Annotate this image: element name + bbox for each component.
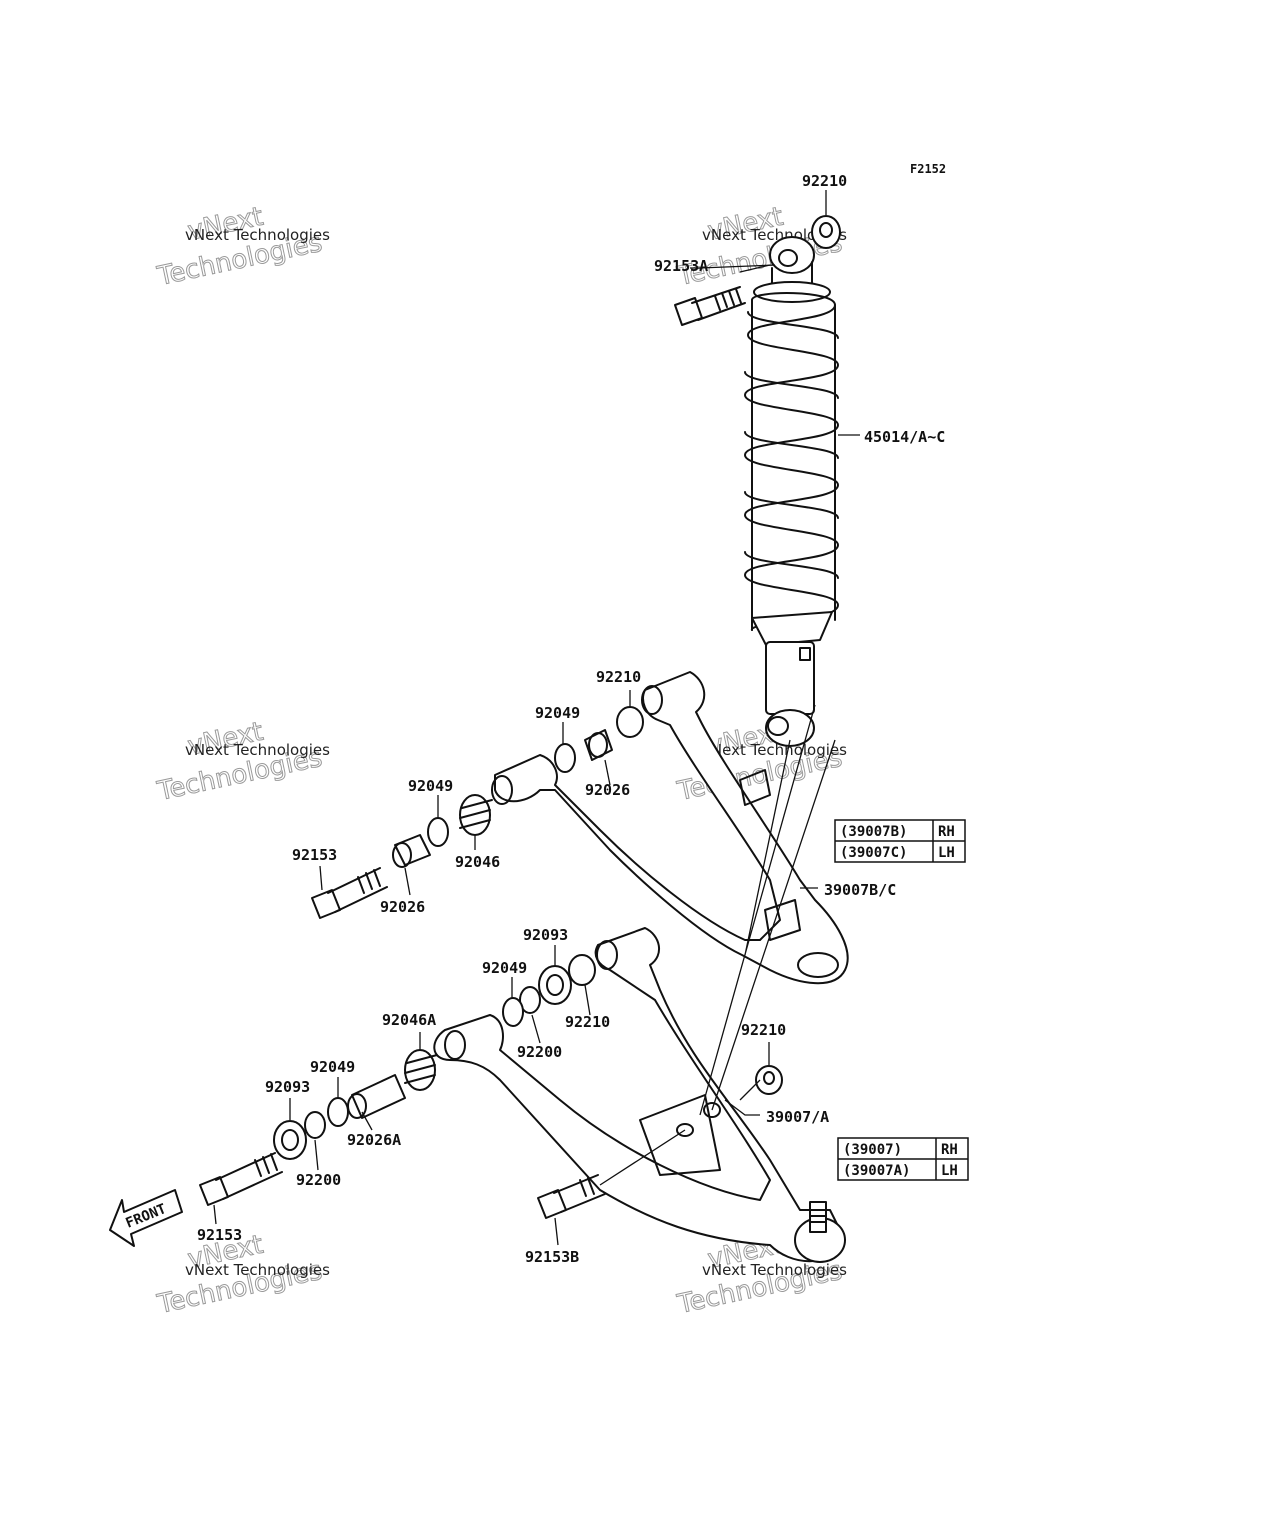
nut-92210-lower-a — [568, 954, 596, 986]
collar-92026A — [351, 1074, 406, 1119]
bolt-92153-upper — [311, 867, 388, 919]
washer-92200-lower-b — [304, 1111, 326, 1139]
label-92049-upper-a: 92049 — [535, 704, 580, 722]
collar-92026-upper-b — [394, 834, 431, 866]
table-lower-row1-side: RH — [941, 1142, 958, 1158]
svg-text:vNext Technologies: vNext Technologies — [185, 226, 330, 244]
label-92026A: 92026A — [347, 1131, 401, 1149]
washer-92049-lower-b — [327, 1097, 349, 1127]
label-92153-upper: 92153 — [292, 846, 337, 864]
table-lower-row1-part: (39007) — [843, 1142, 902, 1158]
front-arrow-icon: FRONT — [109, 1189, 183, 1247]
variant-table-upper: (39007B) RH (39007C) LH — [834, 819, 966, 863]
svg-text:vNext Technologies: vNext Technologies — [702, 1261, 847, 1279]
washer-92049-lower-a — [502, 997, 524, 1027]
label-92026-upper-a: 92026 — [585, 781, 630, 799]
label-92153B: 92153B — [525, 1248, 579, 1266]
variant-table-lower: (39007) RH (39007A) LH — [837, 1137, 969, 1181]
table-upper-row1-part: (39007B) — [840, 824, 907, 840]
svg-text:vNext Technologies: vNext Technologies — [185, 741, 330, 759]
table-upper-row1-side: RH — [938, 824, 955, 840]
washer-92200-lower-a — [519, 986, 541, 1014]
washer-92093-lower-b — [273, 1120, 307, 1160]
label-39007A: 39007/A — [766, 1108, 829, 1126]
label-92049-lower-a: 92049 — [482, 959, 527, 977]
label-92093-lower-b: 92093 — [265, 1078, 310, 1096]
upper-arm-bushings — [311, 706, 644, 919]
label-92026-upper-b: 92026 — [380, 898, 425, 916]
bolt-92153A — [674, 286, 746, 326]
lower-arm — [433, 927, 846, 1263]
shock-absorber — [744, 236, 839, 747]
ball-joint — [794, 1201, 846, 1263]
label-92200-lower-b: 92200 — [296, 1171, 341, 1189]
label-92210-top: 92210 — [802, 172, 847, 190]
figure-code: F2152 — [910, 162, 946, 176]
part-labels: 92210 92153A 45014/A~C 92210 92049 92026… — [197, 172, 945, 1266]
label-92153A: 92153A — [654, 257, 708, 275]
washer-92093-lower-a — [538, 965, 572, 1005]
svg-text:vNext Technologies: vNext Technologies — [702, 226, 847, 244]
washer-92049-upper-b — [427, 817, 449, 847]
label-92153-lower: 92153 — [197, 1226, 242, 1244]
nut-92210-top — [811, 215, 841, 249]
label-92049-upper-b: 92049 — [408, 777, 453, 795]
watermark-mid-left: vNext Technologies vNext Technologies — [154, 716, 330, 807]
table-lower-row2-side: LH — [941, 1163, 958, 1179]
washer-92049-upper-a — [554, 743, 576, 773]
lower-arm-bushings — [199, 954, 783, 1219]
label-92210-lower-a: 92210 — [565, 1013, 610, 1031]
table-upper-row2-part: (39007C) — [840, 845, 907, 861]
label-92210-lower-b: 92210 — [741, 1021, 786, 1039]
label-92049-lower-b: 92049 — [310, 1058, 355, 1076]
bolt-92153B — [537, 1174, 606, 1219]
label-92210-upper: 92210 — [596, 668, 641, 686]
nut-92210-upper — [616, 706, 644, 738]
watermark-top-left: vNext Technologies vNext Technologies — [154, 201, 330, 292]
label-45014: 45014/A~C — [864, 428, 945, 446]
table-upper-row2-side: LH — [938, 845, 955, 861]
nut-92210-lower-b — [755, 1065, 783, 1095]
leader-lines — [213, 190, 860, 1246]
label-92093-lower-a: 92093 — [523, 926, 568, 944]
svg-text:vNext Technologies: vNext Technologies — [185, 1261, 330, 1279]
label-92046: 92046 — [455, 853, 500, 871]
label-92200-lower-a: 92200 — [517, 1043, 562, 1061]
bolt-92153-lower — [199, 1152, 283, 1206]
table-lower-row2-part: (39007A) — [843, 1163, 910, 1179]
upper-arm — [491, 671, 849, 985]
coil-spring — [744, 292, 839, 631]
label-39007BC: 39007B/C — [824, 881, 896, 899]
watermark-bottom-left: vNext Technologies vNext Technologies — [154, 1229, 330, 1320]
label-92046A: 92046A — [382, 1011, 436, 1029]
svg-text:vNext Technologies: vNext Technologies — [702, 741, 847, 759]
